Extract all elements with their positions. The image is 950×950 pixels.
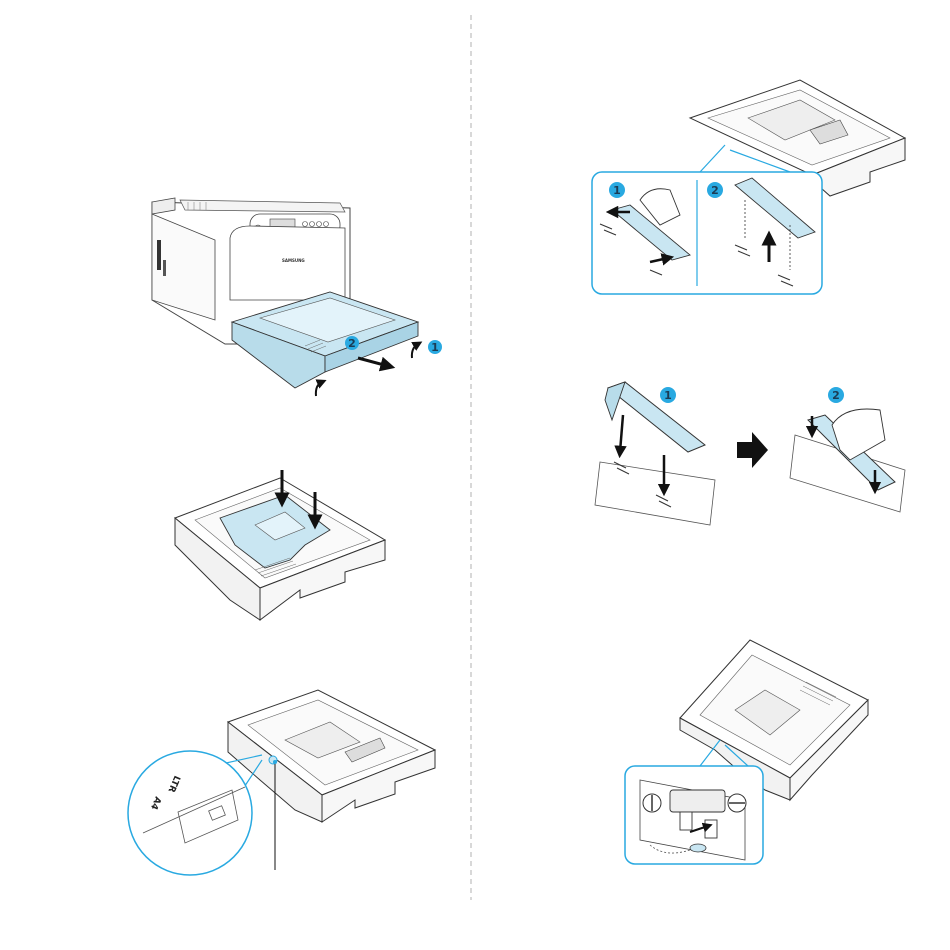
step-1-label: 1 <box>431 341 439 354</box>
figure-guide-insert: 1 2 <box>595 382 905 525</box>
printer-brand-label: SAMSUNG <box>282 258 305 263</box>
figure-size-indicator: A4 LTR <box>128 690 435 875</box>
figure-press-plate <box>175 470 385 620</box>
figure-remove-tray: SAMSUNG 1 2 <box>152 198 442 396</box>
guide-insert-step-1-label: 1 <box>664 389 672 402</box>
guide-remove-callout <box>592 172 822 294</box>
guide-insert-step-2-label: 2 <box>832 389 840 402</box>
guide-remove-step-2-label: 2 <box>711 184 719 197</box>
size-indicator-callout <box>128 751 252 875</box>
guide-remove-step-1-label: 1 <box>613 184 621 197</box>
figure-guide-remove: 1 2 <box>592 80 905 294</box>
figure-tray-lock <box>625 640 868 864</box>
step-2-label: 2 <box>348 337 356 350</box>
next-step-arrow <box>737 432 768 468</box>
